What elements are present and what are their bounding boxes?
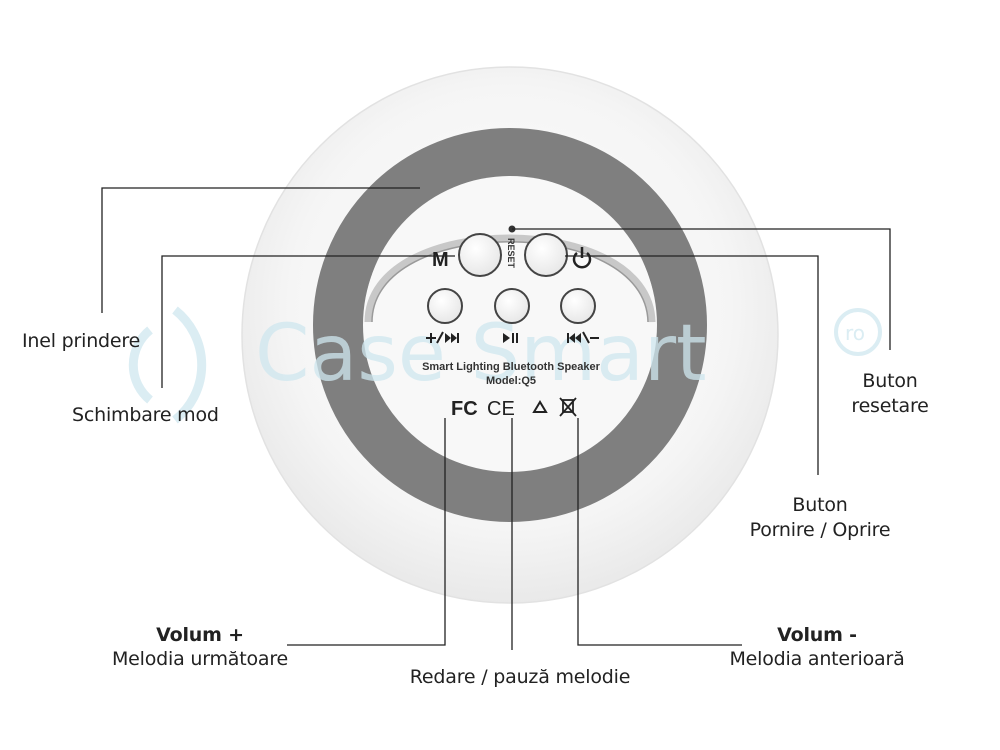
label-power: Buton Pornire / Oprire [720, 494, 920, 541]
model-line-2: Model:Q5 [486, 375, 536, 387]
model-line-1: Smart Lighting Bluetooth Speaker [422, 361, 601, 373]
play-pause-icon [503, 333, 518, 343]
weee-bin-icon [559, 397, 577, 417]
label-volum-plus-title: Volum + [156, 624, 244, 646]
mode-button[interactable] [458, 233, 502, 277]
label-reset-line1: Buton [862, 370, 918, 392]
vol-minus-button[interactable] [560, 288, 596, 324]
grey-ring [313, 128, 707, 522]
label-volum-minus: Volum - Melodia anterioară [712, 624, 922, 670]
label-reset-line2: resetare [851, 395, 929, 417]
ce-mark: CE [487, 398, 515, 420]
label-volum-minus-title: Volum - [777, 624, 857, 646]
reset-label: RESET [506, 238, 516, 269]
recycle-icon [532, 400, 548, 413]
mode-key-label: M [432, 249, 449, 271]
label-play-pause: Redare / pauză melodie [409, 666, 631, 688]
watermark-reg: ro [845, 321, 865, 345]
label-volum-minus-sub: Melodia anterioară [729, 648, 905, 670]
watermark: Case Smart ro [128, 306, 882, 424]
fc-mark: FC [451, 398, 478, 420]
plus-next-icon [426, 331, 459, 344]
mounting-ring [364, 234, 656, 323]
power-button[interactable] [524, 233, 568, 277]
watermark-text: Case Smart [255, 309, 707, 399]
play-pause-button[interactable] [494, 288, 530, 324]
label-reset: Buton resetare [845, 370, 935, 417]
prev-minus-icon [567, 331, 599, 344]
label-volum-plus-sub: Melodia următoare [111, 648, 289, 670]
label-volum-plus: Volum + Melodia următoare [95, 624, 305, 670]
label-power-line2: Pornire / Oprire [749, 519, 891, 541]
label-power-line1: Buton [792, 494, 848, 516]
leader-lines [101, 187, 891, 650]
label-inel-prindere: Inel prindere [22, 330, 141, 352]
vol-plus-button[interactable] [427, 288, 463, 324]
label-schimbare-mod: Schimbare mod [72, 404, 219, 426]
